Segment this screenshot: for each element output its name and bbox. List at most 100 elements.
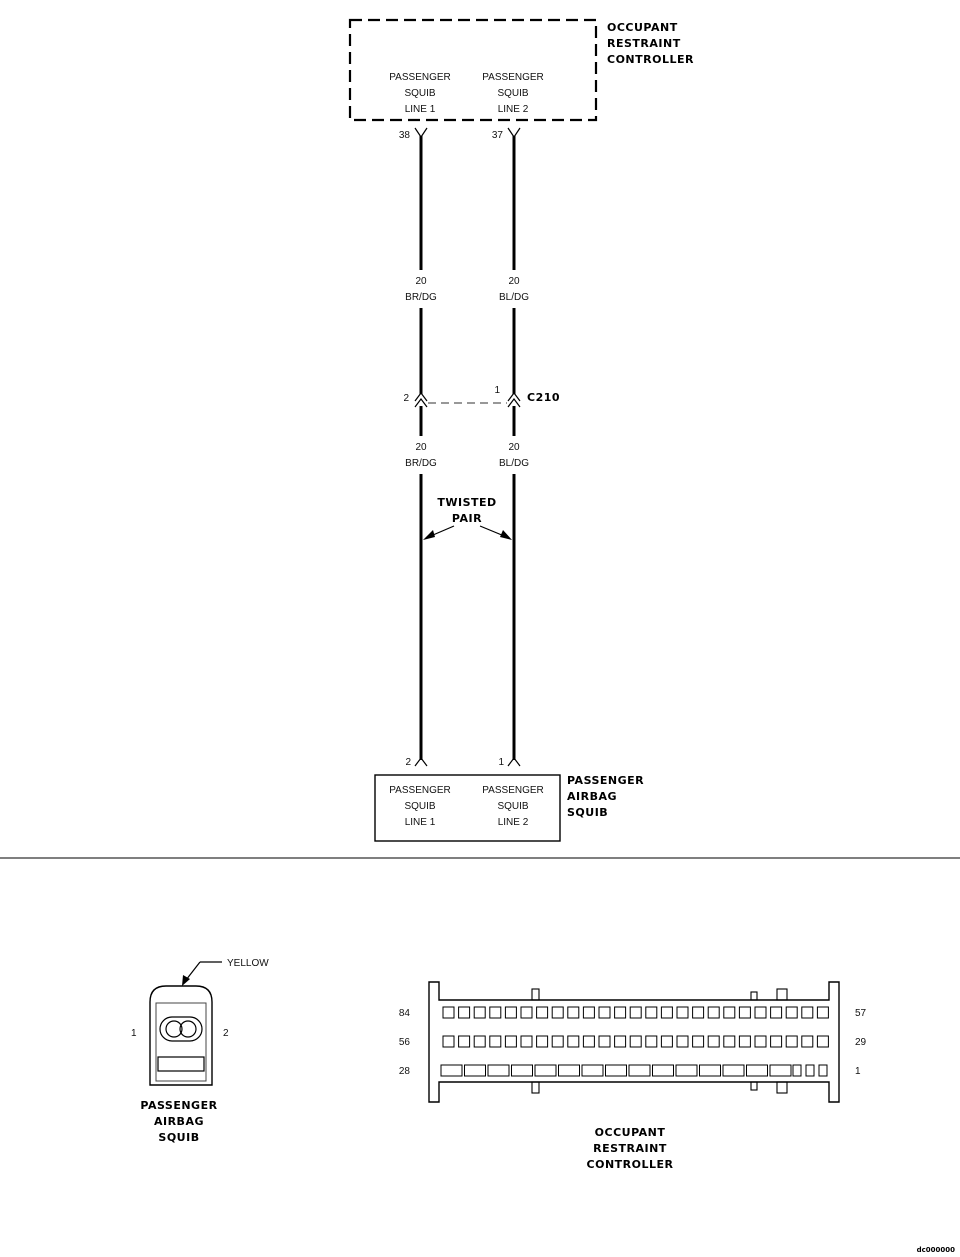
controller-pin-right-label-1: PASSENGER (482, 72, 544, 83)
pin-cavity (816, 1035, 829, 1048)
twisted-pair-label-2: PAIR (452, 512, 482, 525)
figure-id: dc000000 (917, 1246, 956, 1254)
pin-cavity (504, 1035, 517, 1048)
controller-row-label-1: 1 (855, 1066, 861, 1077)
pin-cavity (487, 1064, 510, 1077)
pin-cavity (598, 1035, 611, 1048)
pin-cavity (520, 1006, 533, 1019)
squib-connector-pin-housing (159, 1016, 203, 1042)
squib-left-label-2: SQUIB (404, 801, 435, 812)
c210-left-terminal-male (414, 392, 428, 402)
squib-view-caption-1: PASSENGER (140, 1099, 217, 1112)
controller-key-top-1 (531, 988, 540, 1001)
controller-pin-right-terminal (507, 127, 521, 139)
pin-cavity (692, 1006, 705, 1019)
yellow-leader-arrow (182, 975, 190, 986)
twisted-pair-arrow-left (423, 530, 435, 540)
wire-right-color-lower: BL/DG (499, 458, 529, 469)
squib-connector-view: 1 2 YELLOW PASSENGER AIRBAG SQUIB (131, 958, 269, 1144)
controller-connector-body (428, 981, 840, 1103)
squib-right-label-1: PASSENGER (482, 785, 544, 796)
squib-connector-latch (157, 1056, 205, 1072)
pin-cavity (816, 1006, 829, 1019)
controller-name-line2: RESTRAINT (607, 37, 681, 50)
pin-cavity (785, 1035, 798, 1048)
squib-terminal-1 (165, 1020, 183, 1038)
pin-cavity (581, 1064, 604, 1077)
twisted-pair-label-1: TWISTED (437, 496, 496, 509)
pin-cavity (440, 1064, 463, 1077)
pin-cavity (707, 1035, 720, 1048)
controller-row-label-84: 84 (399, 1008, 411, 1019)
controller-key-bottom-3 (776, 1081, 788, 1094)
pin-cavity (723, 1035, 736, 1048)
pin-cavity (785, 1006, 798, 1019)
yellow-color-label: YELLOW (227, 958, 269, 969)
pin-cavity (473, 1006, 486, 1019)
controller-row-label-28: 28 (399, 1066, 411, 1077)
controller-pin-left-terminal (414, 127, 428, 139)
pin-cavity (605, 1064, 627, 1077)
twisted-pair-arrow-right (500, 530, 512, 540)
controller-row-label-29: 29 (855, 1037, 867, 1048)
squib-left-label-3: LINE 1 (405, 817, 436, 828)
pin-cavity (738, 1035, 751, 1048)
controller-name-line1: OCCUPANT (607, 21, 678, 34)
squib-view-caption-3: SQUIB (158, 1131, 199, 1144)
wire-left-color-upper: BR/DG (405, 292, 437, 303)
pin-cavity (629, 1006, 642, 1019)
pin-cavity (699, 1064, 721, 1077)
squib-connector-pin-2: 2 (223, 1028, 229, 1039)
pin-cavity (567, 1006, 580, 1019)
c210-pin-1: 1 (494, 385, 500, 396)
wire-left-gauge-upper: 20 (415, 276, 427, 287)
pin-cavity (473, 1035, 486, 1048)
pin-cavity (805, 1064, 815, 1077)
pin-cavity (458, 1006, 471, 1019)
pin-cavity (536, 1006, 549, 1019)
pin-cavity (489, 1035, 502, 1048)
controller-view-caption-2: RESTRAINT (593, 1142, 667, 1155)
squib-pin-left-terminal (414, 757, 428, 767)
pin-cavity (645, 1006, 658, 1019)
pin-cavity (558, 1064, 580, 1077)
twisted-pair-callout: TWISTED PAIR (423, 496, 512, 540)
pin-cavity (801, 1006, 814, 1019)
pin-cavity (504, 1006, 517, 1019)
wire-left-color-lower: BR/DG (405, 458, 437, 469)
controller-connector-view: 84 56 28 57 29 1 OCCUPANT RESTRAINT CONT… (399, 981, 867, 1171)
connector-c210: 2 1 C210 (403, 385, 560, 408)
controller-pin-cavities (440, 1006, 829, 1077)
squib-name-line1: PASSENGER (567, 774, 644, 787)
pin-cavity (582, 1006, 595, 1019)
pin-cavity (442, 1035, 455, 1048)
pin-cavity (442, 1006, 455, 1019)
pin-cavity (660, 1006, 673, 1019)
pin-cavity (754, 1006, 767, 1019)
pin-cavity (738, 1006, 751, 1019)
pin-cavity (769, 1064, 792, 1077)
controller-dashed-box (348, 18, 598, 122)
controller-pin-left-label-2: SQUIB (404, 88, 435, 99)
squib-pin-right-terminal (507, 757, 521, 767)
c210-right-terminal-male (507, 392, 521, 402)
pin-cavity (770, 1035, 783, 1048)
pin-cavity (722, 1064, 745, 1077)
pin-cavity (676, 1035, 689, 1048)
passenger-airbag-squib: 2 1 PASSENGER SQUIB LINE 1 PASSENGER SQU… (374, 757, 644, 842)
pin-cavity (534, 1064, 557, 1077)
pin-cavity (598, 1006, 611, 1019)
pin-cavity (614, 1006, 627, 1019)
squib-box (374, 774, 561, 842)
c210-name: C210 (527, 391, 560, 404)
wire-right-gauge-lower: 20 (508, 442, 520, 453)
pin-cavity (551, 1035, 564, 1048)
squib-terminal-2 (179, 1020, 197, 1038)
c210-pin-2: 2 (403, 393, 409, 404)
pin-cavity (511, 1064, 533, 1077)
controller-pin-right-label-2: SQUIB (497, 88, 528, 99)
pin-cavity (629, 1035, 642, 1048)
upper-wires: 20 BR/DG 20 BL/DG (405, 136, 529, 394)
yellow-leader-diag (185, 961, 201, 981)
